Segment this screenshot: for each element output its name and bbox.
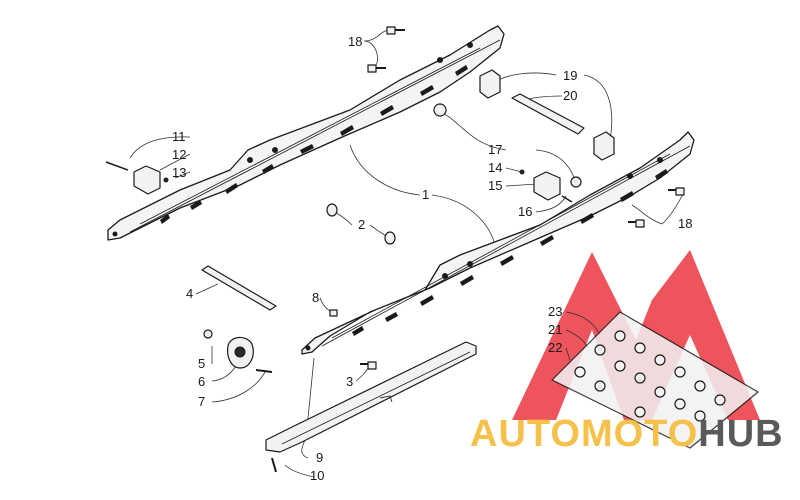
callout-7: 7 [198,394,205,409]
callout-9: 9 [316,450,323,465]
watermark-text-secondary: HUB [698,413,783,455]
svg-text:AUTOMOTOHUB: AUTOMOTOHUB [470,413,784,455]
callout-labels: 18 19 20 11 12 13 17 14 15 16 1 18 2 4 8… [172,34,692,483]
callout-1: 1 [422,187,429,202]
rail-cutouts [112,42,473,237]
callout-20: 20 [563,88,577,103]
washer-2 [326,203,396,245]
callout-10: 10 [310,468,324,483]
callout-23: 23 [548,304,562,319]
callout-18-top: 18 [348,34,362,49]
bolt-18-top [367,26,405,73]
callout-21: 21 [548,322,562,337]
stud-bumps [574,330,726,422]
callout-13: 13 [172,165,186,180]
callout-5: 5 [198,356,205,371]
leader-lines [129,29,685,478]
wear-strip-9 [265,341,477,453]
stopper-block-14-17 [519,169,582,203]
callout-19: 19 [563,68,577,83]
callout-14: 14 [488,160,502,175]
callout-6: 6 [198,374,205,389]
stopper-block-11-13 [105,161,169,195]
slide-rail-upper [107,25,505,241]
axle-4 [201,265,277,311]
stud-plate-21-23 [551,311,759,449]
callout-16: 16 [518,204,532,219]
callout-17: 17 [488,142,502,157]
callout-18-side: 18 [678,216,692,231]
bolt-18-side [628,187,685,228]
wheel-assembly-5-7 [203,329,273,373]
callout-8: 8 [312,290,319,305]
callout-2: 2 [358,217,365,232]
callout-3: 3 [346,374,353,389]
callout-15: 15 [488,178,502,193]
callout-11: 11 [172,129,186,144]
screw-10 [271,457,277,473]
watermark-text-primary: AUTOMOTO [470,413,698,455]
insert-8 [329,309,338,317]
slide-rail-lower [301,131,695,355]
watermark-text: AUTOMOTOHUB [470,413,784,455]
rail-cutouts-lower [305,157,668,351]
bolt-3 [360,361,377,370]
callout-22: 22 [548,340,562,355]
bumper-block-19-20 [433,69,615,161]
callout-12: 12 [172,147,186,162]
callout-4: 4 [186,286,193,301]
